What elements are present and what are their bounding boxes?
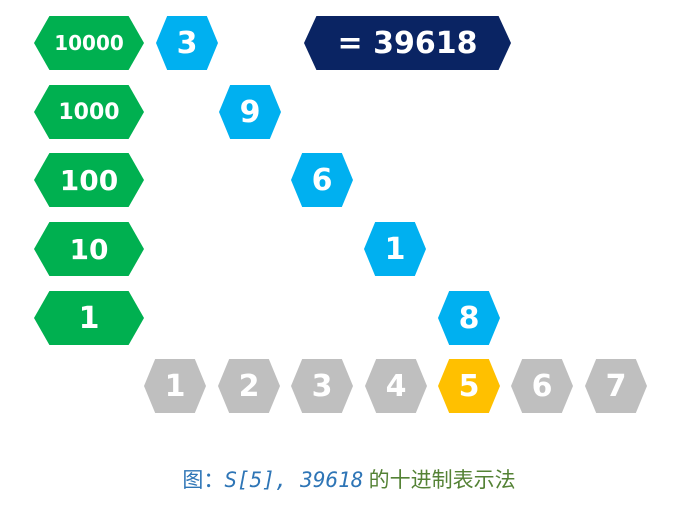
caption-code: S[5], 39618 <box>224 468 364 492</box>
place-value-10000: 10000 <box>34 16 144 70</box>
index-hex-7: 7 <box>585 359 647 413</box>
index-hex-4: 4 <box>365 359 427 413</box>
place-value-1: 1 <box>34 291 144 345</box>
index-hex-3: 3 <box>291 359 353 413</box>
place-value-10: 10 <box>34 222 144 276</box>
figure-caption: 图：S[5], 39618 的十进制表示法 <box>0 466 698 494</box>
index-hex-2: 2 <box>218 359 280 413</box>
digit-hex-1: 3 <box>156 16 218 70</box>
index-hex-5-highlighted: 5 <box>438 359 500 413</box>
index-hex-6: 6 <box>511 359 573 413</box>
caption-prefix: 图： <box>182 468 225 492</box>
result-hex: = 39618 <box>304 16 511 70</box>
digit-hex-2: 9 <box>219 85 281 139</box>
index-hex-1: 1 <box>144 359 206 413</box>
place-value-1000: 1000 <box>34 85 144 139</box>
place-value-100: 100 <box>34 153 144 207</box>
digit-hex-3: 6 <box>291 153 353 207</box>
caption-suffix: 的十进制表示法 <box>368 468 516 492</box>
digit-hex-4: 1 <box>364 222 426 276</box>
digit-hex-5: 8 <box>438 291 500 345</box>
